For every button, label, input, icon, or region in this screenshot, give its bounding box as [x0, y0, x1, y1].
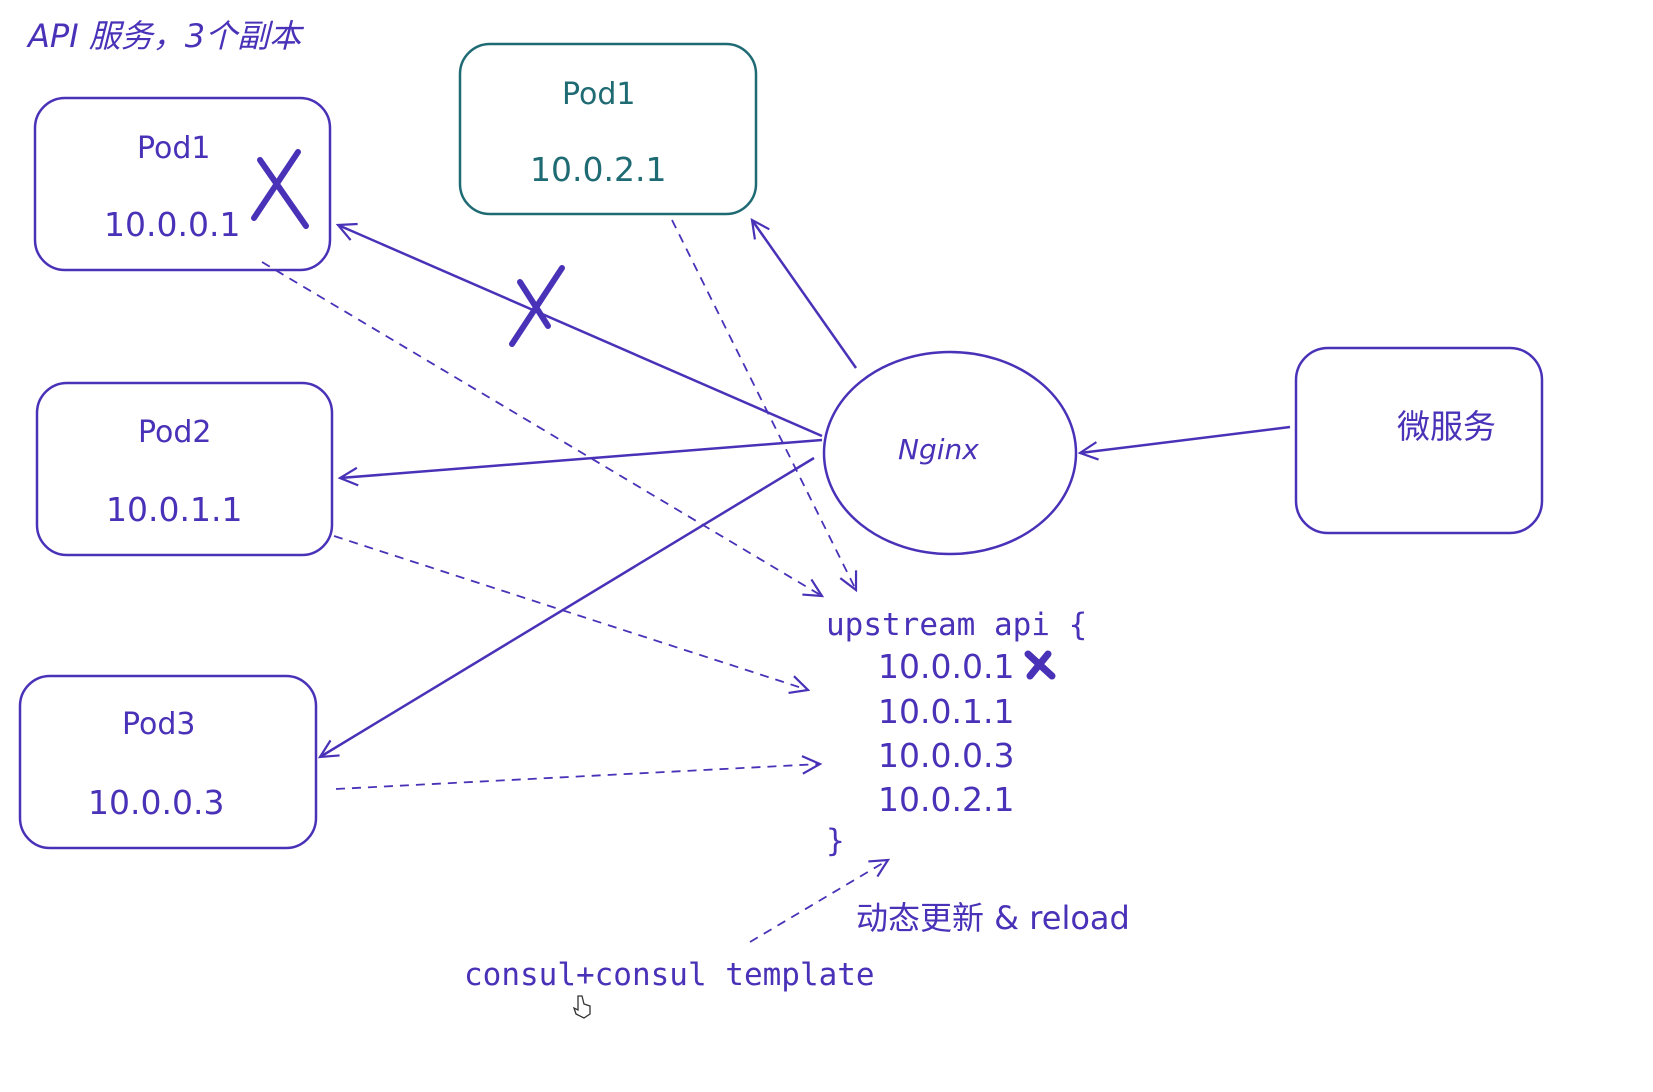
pod1-down-mark — [251, 149, 309, 229]
diagram-title: API 服务，3个副本 — [28, 17, 302, 55]
nginx-label: Nginx — [898, 433, 979, 466]
pod1-box — [33, 96, 332, 272]
pod1-new-name: Pod1 — [562, 77, 636, 112]
pod1-ip: 10.0.0.1 — [104, 205, 241, 244]
nginx-node — [822, 350, 1078, 556]
microservice-box — [1294, 346, 1544, 535]
upstream-server-4: 10.0.2.1 — [878, 780, 1015, 819]
pod1-name: Pod1 — [137, 131, 211, 166]
nginx-to-pod1-arrow — [338, 225, 823, 438]
nginx-to-pod2-arrow — [340, 438, 823, 478]
upstream-removed-mark — [1024, 650, 1056, 680]
upstream-server-2: 10.0.1.1 — [878, 692, 1015, 731]
hand-cursor-icon — [572, 995, 591, 1019]
link-down-mark — [509, 265, 565, 347]
pod2-box — [35, 381, 334, 557]
microservice-to-nginx-arrow — [1080, 425, 1291, 453]
upstream-server-3: 10.0.0.3 — [878, 736, 1015, 775]
pod2-register-arrow — [333, 535, 808, 690]
pod2-ip: 10.0.1.1 — [106, 490, 243, 529]
pod1-new-register-arrow — [671, 219, 856, 590]
pod3-register-arrow — [335, 764, 820, 790]
consul-update-arrow — [749, 860, 888, 943]
pod2-name: Pod2 — [138, 415, 212, 450]
nginx-to-pod1-new-arrow — [752, 220, 858, 369]
nginx-to-pod3-arrow — [320, 456, 815, 757]
pod1-register-arrow — [261, 261, 822, 596]
pod3-ip: 10.0.0.3 — [88, 783, 225, 822]
microservice-label: 微服务 — [1397, 407, 1496, 446]
update-label: 动态更新 & reload — [856, 899, 1130, 937]
pod3-box — [18, 674, 318, 850]
pod1-new-box — [458, 42, 758, 216]
upstream-header: upstream api { — [826, 607, 1088, 643]
upstream-server-1: 10.0.0.1 — [878, 647, 1015, 686]
pod1-new-ip: 10.0.2.1 — [530, 150, 667, 189]
tool-label: consul+consul template — [464, 957, 875, 993]
pod3-name: Pod3 — [122, 707, 196, 742]
upstream-footer: } — [826, 823, 845, 859]
